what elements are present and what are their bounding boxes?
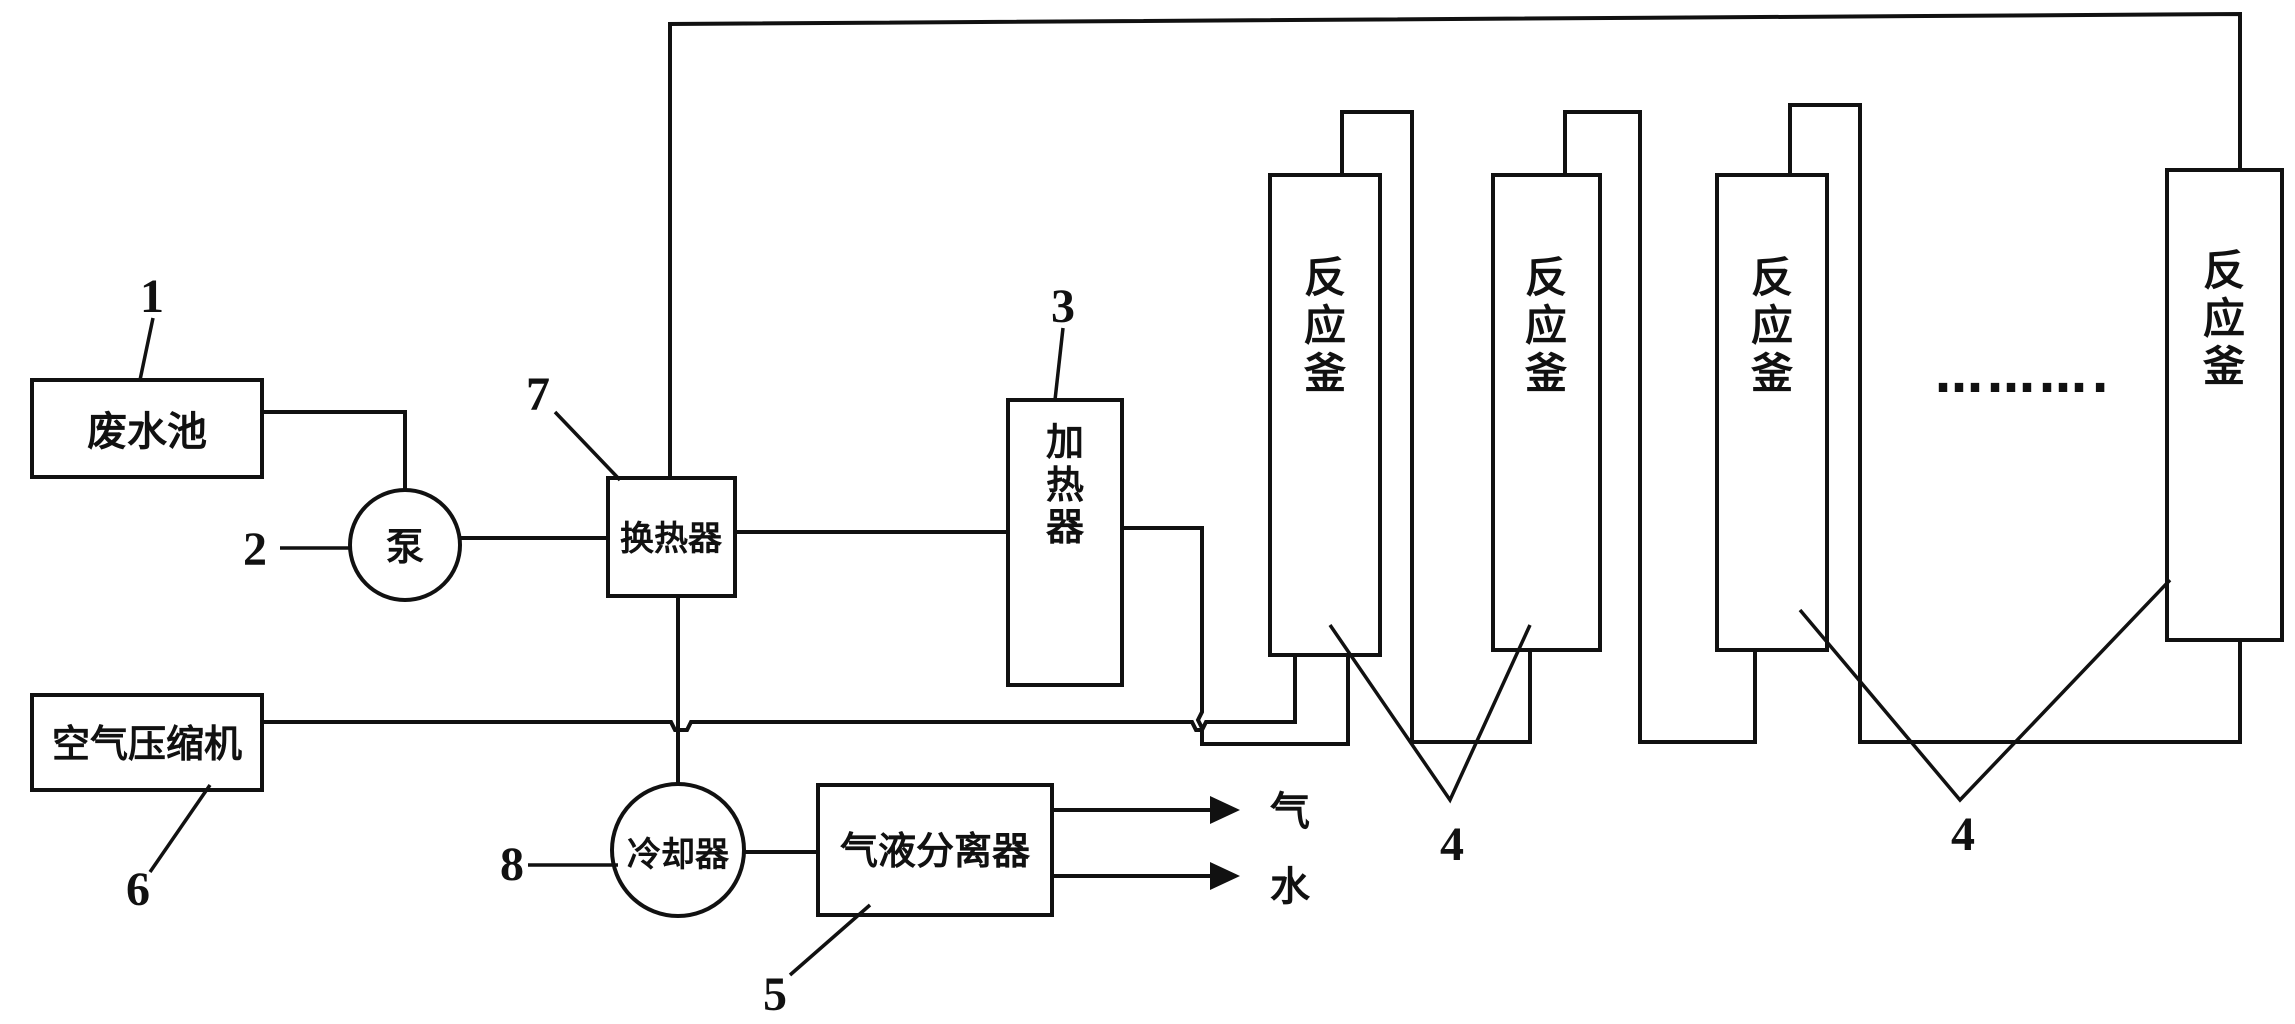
reactor-2-char-2: 应 xyxy=(1525,301,1567,350)
ref-number-1: 1 xyxy=(140,270,164,323)
heat-exchanger: 换热器 xyxy=(606,476,737,598)
gas-output-label: 气 xyxy=(1270,789,1310,835)
ref-number-3: 3 xyxy=(1051,280,1075,333)
pipe-air-line xyxy=(262,655,1297,732)
heater-char-2: 热 xyxy=(1046,463,1084,507)
reactor-3-char-3: 釜 xyxy=(1750,349,1793,398)
reactor-4-char-3: 釜 xyxy=(2202,342,2245,391)
air-compressor: 空气压缩机 xyxy=(30,693,264,792)
pump-label: 泵 xyxy=(386,525,424,569)
leader-lines xyxy=(138,317,2172,977)
pipe-heater-to-reactors xyxy=(1122,526,1350,746)
leader-4-right xyxy=(1798,578,2172,803)
ref-number-2: 2 xyxy=(243,523,267,576)
reference-numbers: 1 2 3 4 4 5 6 7 8 xyxy=(126,270,1975,1021)
leader-5 xyxy=(788,903,872,977)
leader-4-left xyxy=(1328,624,1532,804)
wastewater-tank: 废水池 xyxy=(30,378,264,479)
reactor-4-char-1: 反 xyxy=(2203,246,2245,295)
reactor-1-char-2: 应 xyxy=(1304,301,1346,350)
pump: 泵 xyxy=(348,488,462,602)
leader-3 xyxy=(1053,327,1065,401)
reactor-1: 反 应 釜 xyxy=(1268,173,1382,657)
water-output-label: 水 xyxy=(1270,864,1311,910)
reactor-3: 反 应 釜 xyxy=(1715,173,1829,652)
cooler-label: 冷却器 xyxy=(627,835,730,875)
ref-number-6: 6 xyxy=(126,863,150,916)
reactor-3-char-2: 应 xyxy=(1751,301,1793,350)
reactor-2-char-3: 釜 xyxy=(1524,349,1567,398)
pipe-tank-to-pump xyxy=(262,410,407,502)
reactor-2: 反 应 釜 xyxy=(1491,173,1602,652)
reactor-ellipsis: ………. xyxy=(1935,348,2113,404)
heat-exchanger-label: 换热器 xyxy=(620,519,723,559)
cooler: 冷却器 xyxy=(610,782,746,918)
reactor-3-char-1: 反 xyxy=(1751,253,1793,302)
pipe-r3-r4 xyxy=(1788,103,2242,744)
heater-char-3: 器 xyxy=(1046,505,1085,549)
leader-6 xyxy=(148,784,212,873)
gas-liquid-separator: 气液分离器 xyxy=(816,783,1054,917)
gas-outlet-arrowhead xyxy=(1210,796,1240,824)
ref-number-4-left: 4 xyxy=(1440,818,1464,871)
pipe-network xyxy=(262,11,2242,854)
reactor-4: 反 应 釜 xyxy=(2165,168,2284,642)
air-compressor-label: 空气压缩机 xyxy=(52,722,242,766)
ref-number-5: 5 xyxy=(763,968,787,1021)
ref-number-7: 7 xyxy=(526,368,550,421)
wastewater-tank-label: 废水池 xyxy=(87,409,207,455)
reactor-1-char-1: 反 xyxy=(1304,253,1346,302)
reactor-2-char-1: 反 xyxy=(1525,253,1567,302)
separator-label: 气液分离器 xyxy=(840,829,1031,873)
ref-number-8: 8 xyxy=(500,838,524,891)
water-outlet-arrowhead xyxy=(1210,862,1240,890)
heater: 加 热 器 xyxy=(1006,398,1124,687)
leader-7 xyxy=(553,410,622,482)
reactor-1-char-3: 釜 xyxy=(1303,349,1346,398)
reactor-4-char-2: 应 xyxy=(2203,294,2245,343)
separator-outlets xyxy=(1052,796,1240,890)
pipe-top-return xyxy=(668,11,2242,478)
heater-char-1: 加 xyxy=(1046,420,1084,464)
leader-1 xyxy=(138,317,155,381)
ref-number-4-right: 4 xyxy=(1951,808,1975,861)
